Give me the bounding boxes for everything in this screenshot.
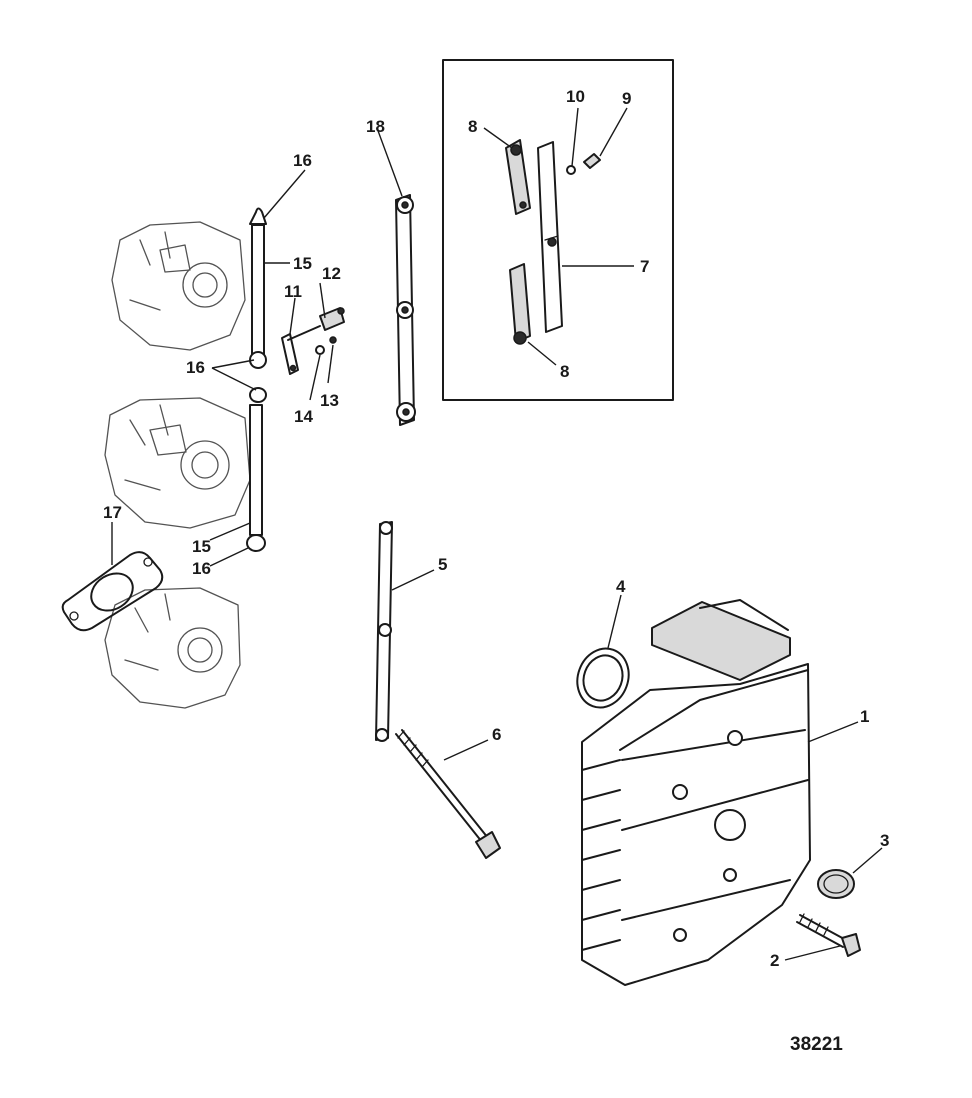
bracket-part-8-upper: [505, 139, 531, 215]
housing-part-1: [581, 599, 811, 986]
callout-10: 10: [566, 87, 585, 106]
callout-5: 5: [438, 555, 447, 574]
callout-4: 4: [616, 577, 626, 596]
inset-box: [442, 59, 674, 401]
callout-15-top: 15: [293, 254, 312, 273]
rod-part-15-lower: [246, 404, 266, 552]
callout-8-upper: 8: [468, 117, 477, 136]
carburetor-ghost-top: [111, 221, 246, 351]
seal-part-4: [576, 647, 630, 709]
callout-15-bottom: 15: [192, 537, 211, 556]
figure-number: 38221: [790, 1034, 843, 1055]
screw-part-2: [796, 913, 861, 957]
screw-part-9: [583, 153, 601, 169]
plug-part-3: [817, 869, 855, 899]
callout-7: 7: [640, 257, 649, 276]
bolt-part-6: [395, 729, 501, 859]
carburetor-ghost-bottom: [104, 587, 241, 709]
callout-3: 3: [880, 831, 889, 850]
callout-1: 1: [860, 707, 869, 726]
bracket-part-8-lower: [509, 263, 531, 345]
callout-6: 6: [492, 725, 501, 744]
rod-part-15-upper: [249, 207, 267, 403]
callout-18: 18: [366, 117, 385, 136]
nut-part-13: [329, 336, 337, 344]
link-part-11: [281, 325, 321, 375]
callout-16-middle: 16: [186, 358, 205, 377]
bushing-part-12: [319, 307, 345, 331]
leader-lines: [111, 107, 883, 961]
washer-part-10: [566, 165, 576, 175]
callout-13: 13: [320, 391, 339, 410]
callout-8-lower: 8: [560, 362, 569, 381]
link-part-5: [375, 521, 393, 742]
callout-12: 12: [322, 264, 341, 283]
callout-9: 9: [622, 89, 631, 108]
callout-11: 11: [284, 282, 302, 301]
callout-14: 14: [294, 407, 313, 426]
callout-16-top: 16: [293, 151, 312, 170]
link-rod-part-18: [395, 194, 416, 426]
carburetor-ghost-middle: [104, 397, 251, 529]
slide-part-7: [537, 141, 563, 333]
washer-part-14: [315, 345, 325, 355]
callout-2: 2: [770, 951, 779, 970]
gasket-part-17: [61, 551, 164, 632]
callout-labels: 16 15 12 11 16 13 14 15 16 17 18 8 10 9 …: [103, 87, 889, 1055]
callout-17: 17: [103, 503, 122, 522]
callout-16-bottom: 16: [192, 559, 211, 578]
